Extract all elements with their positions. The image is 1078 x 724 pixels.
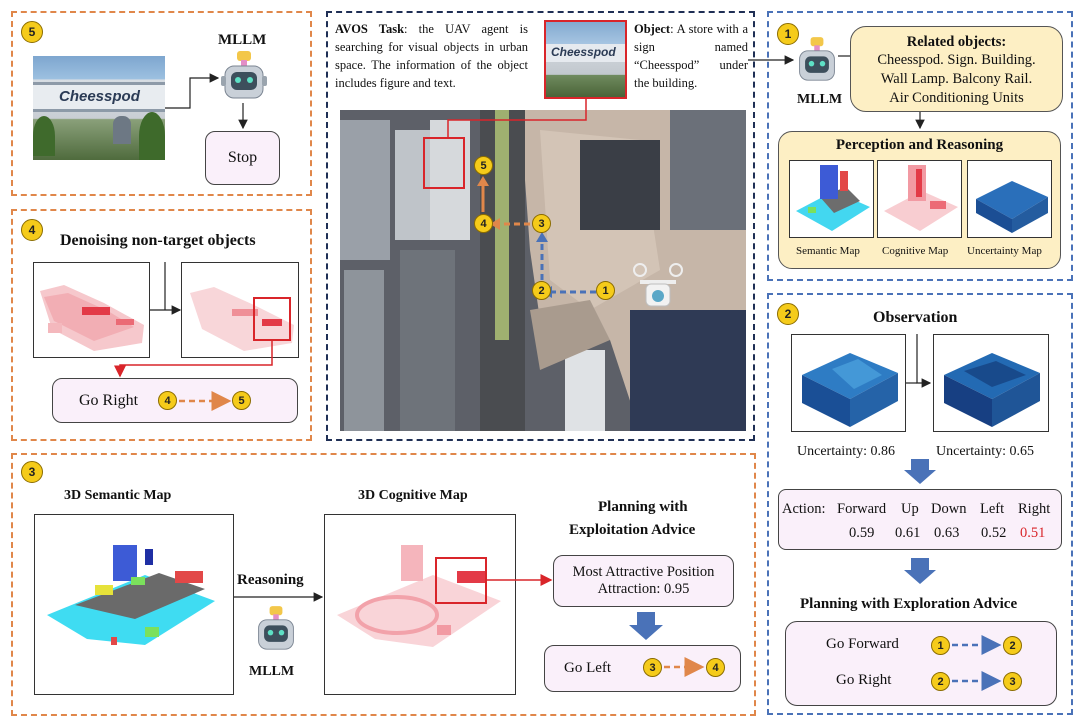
step-marker-2: 2: [777, 303, 799, 325]
related-objects-line-1: Cheesspod. Sign. Building.: [877, 52, 1036, 68]
avos-task-heading: AVOS Task: [335, 22, 405, 36]
panel-step-5: [11, 11, 312, 196]
attractive-position-box: Most Attractive Position Attraction: 0.9…: [553, 555, 734, 607]
panel-step-1: [767, 11, 1073, 281]
uncertainty-map-thumb: [967, 160, 1052, 238]
path-marker-1: 1: [596, 281, 615, 300]
path-marker-2: 2: [532, 281, 551, 300]
advice-marker-2b: 2: [931, 672, 950, 691]
exploration-advice-title: Planning with Exploration Advice: [800, 596, 1018, 612]
cognitive-map-thumb: [877, 160, 962, 238]
observation-before: [791, 334, 906, 432]
path-marker-3: 3: [532, 214, 551, 233]
object-sign-text: Cheesspod: [551, 45, 616, 59]
object-heading: Object: [634, 22, 671, 36]
avos-task-panel: [326, 11, 755, 441]
object-text: : A store with a sign named “Cheesspod” …: [634, 22, 748, 90]
stop-action-box: Stop: [205, 131, 280, 185]
go-left-marker-4: 4: [706, 658, 725, 677]
go-right-advice-label: Go Right: [836, 672, 892, 688]
advice-marker-1: 1: [931, 636, 950, 655]
planning-title-1: Planning with: [598, 499, 688, 515]
stop-label: Stop: [227, 149, 258, 166]
step-marker-4: 4: [21, 219, 43, 241]
avos-task-text: : the UAV agent is searching for visual …: [335, 22, 528, 90]
avos-task-description: AVOS Task: the UAV agent is searching fo…: [335, 20, 528, 92]
related-objects-line-2: Wall Lamp. Balcony Rail.: [880, 71, 1033, 87]
mllm-label: MLLM: [218, 32, 267, 48]
uncertainty-after: Uncertainty: 0.65: [936, 444, 1034, 459]
object-figure: Cheesspod: [544, 20, 627, 99]
related-objects-box: Related objects: Cheesspod. Sign. Buildi…: [850, 26, 1063, 112]
store-sign-text: Cheesspod: [59, 88, 140, 105]
exploration-advice-box: [785, 621, 1057, 706]
value-forward: 0.59: [849, 525, 875, 541]
attractive-position-line-1: Most Attractive Position: [572, 564, 715, 580]
uncertainty-before: Uncertainty: 0.86: [797, 444, 895, 459]
related-objects-line-3: Air Conditioning Units: [889, 90, 1024, 106]
step-marker-1: 1: [777, 23, 799, 45]
value-left: 0.52: [981, 525, 1007, 541]
action-forward: Forward: [837, 501, 887, 517]
go-left-marker-3: 3: [643, 658, 662, 677]
action-label: Action:: [782, 501, 826, 517]
value-up: 0.61: [895, 525, 921, 541]
attractive-position-line-2: Attraction: 0.95: [597, 581, 690, 597]
go-forward-label: Go Forward: [826, 636, 899, 652]
planning-title-2: Exploitation Advice: [569, 522, 696, 538]
perception-title: Perception and Reasoning: [835, 137, 1004, 153]
mllm-label-panel3: MLLM: [249, 664, 295, 679]
semantic-map-thumb: [789, 160, 874, 238]
robot-icon: [220, 50, 268, 102]
semantic-map-3d: [34, 514, 234, 695]
advice-marker-3: 3: [1003, 672, 1022, 691]
step-marker-5: 5: [21, 21, 43, 43]
aerial-city-view: [340, 110, 746, 431]
path-marker-4: 4: [474, 214, 493, 233]
noisy-cognitive-map: [33, 262, 150, 358]
advice-marker-2a: 2: [1003, 636, 1022, 655]
object-description: Object: A store with a sign named “Chees…: [634, 20, 748, 92]
observation-after: [933, 334, 1049, 432]
panel-step-2: [767, 293, 1073, 715]
action-down: Down: [931, 501, 967, 517]
semantic-map-label: Semantic Map: [796, 245, 860, 257]
observation-title: Observation: [873, 309, 958, 326]
panel-step-3: [11, 453, 756, 716]
panel-step-4: [11, 209, 312, 441]
denoising-title: Denoising non-target objects: [60, 232, 256, 249]
uncertainty-map-label: Uncertainty Map: [967, 245, 1042, 257]
action-left: Left: [980, 501, 1005, 517]
semantic-map-title: 3D Semantic Map: [64, 488, 172, 503]
reasoning-label: Reasoning: [237, 572, 304, 588]
path-marker-5: 5: [474, 156, 493, 175]
denoised-cognitive-map: [181, 262, 299, 358]
robot-icon-panel3: [254, 605, 298, 653]
go-right-label: Go Right: [79, 391, 139, 409]
action-table: Action: Forward Up Down Left Right 0.59 …: [778, 489, 1062, 550]
action-up: Up: [901, 501, 919, 517]
value-down: 0.63: [934, 525, 960, 541]
cognitive-map-label: Cognitive Map: [882, 245, 949, 257]
step-marker-3: 3: [21, 461, 43, 483]
cognitive-map-title: 3D Cognitive Map: [358, 488, 468, 503]
step-marker-4-from: 4: [158, 391, 177, 410]
value-right: 0.51: [1020, 525, 1046, 541]
cognitive-map-3d: [324, 514, 516, 695]
step-marker-5-to: 5: [232, 391, 251, 410]
store-sign-photo: Cheesspod: [33, 56, 165, 160]
action-right: Right: [1018, 501, 1051, 517]
related-objects-title: Related objects:: [906, 34, 1007, 50]
robot-icon-panel1: [795, 36, 839, 84]
mllm-label-panel1: MLLM: [797, 92, 843, 107]
go-left-label: Go Left: [564, 660, 612, 676]
